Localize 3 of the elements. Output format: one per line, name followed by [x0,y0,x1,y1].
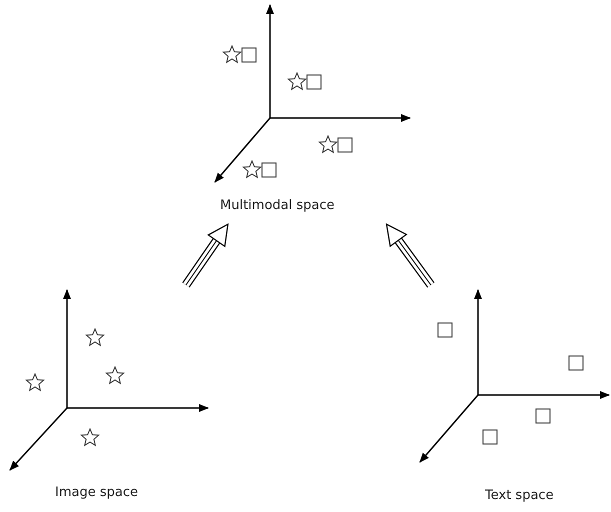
space-label: Text space [485,488,554,503]
space-label: Multimodal space [220,198,334,213]
space-label: Image space [55,485,138,500]
